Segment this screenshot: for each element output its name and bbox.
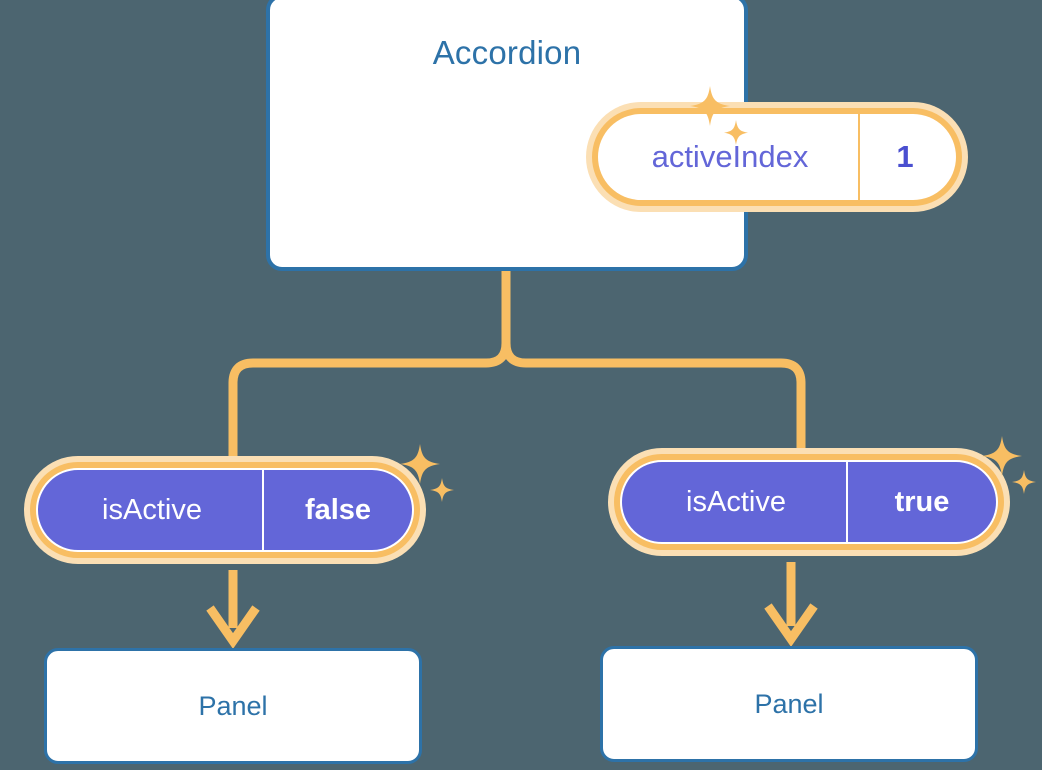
prop-badge-glow: activeIndex 1 <box>586 102 968 212</box>
prop-badge-ring: isActive false <box>30 462 420 558</box>
prop-badge-is-active-false[interactable]: isActive false <box>24 456 426 564</box>
prop-key: isActive <box>102 493 202 526</box>
prop-key: activeIndex <box>651 139 809 174</box>
sparkle-small-icon <box>1012 470 1036 494</box>
prop-badge-glow: isActive true <box>608 448 1010 556</box>
component-node-panel-right[interactable]: Panel <box>600 646 978 762</box>
prop-badge-body: activeIndex 1 <box>598 114 956 200</box>
prop-value: false <box>262 470 412 550</box>
prop-badge-active-index[interactable]: activeIndex 1 <box>586 102 968 212</box>
sparkle-small-icon <box>430 478 454 502</box>
component-title: Panel <box>198 690 268 721</box>
prop-badge-body: isActive true <box>620 460 998 544</box>
prop-badge-body: isActive false <box>36 468 414 552</box>
prop-badge-glow: isActive false <box>24 456 426 564</box>
prop-value: true <box>846 462 996 542</box>
component-node-accordion[interactable]: Accordion activeIndex 1 <box>266 0 968 271</box>
prop-value: 1 <box>858 114 956 200</box>
component-title: Accordion <box>432 34 582 71</box>
prop-badge-ring: activeIndex 1 <box>592 108 962 206</box>
component-node-panel-left[interactable]: Panel <box>44 648 422 764</box>
prop-key: isActive <box>686 485 786 518</box>
prop-badge-ring: isActive true <box>614 454 1004 550</box>
component-title: Panel <box>754 688 824 719</box>
prop-badge-is-active-true[interactable]: isActive true <box>608 448 1010 556</box>
